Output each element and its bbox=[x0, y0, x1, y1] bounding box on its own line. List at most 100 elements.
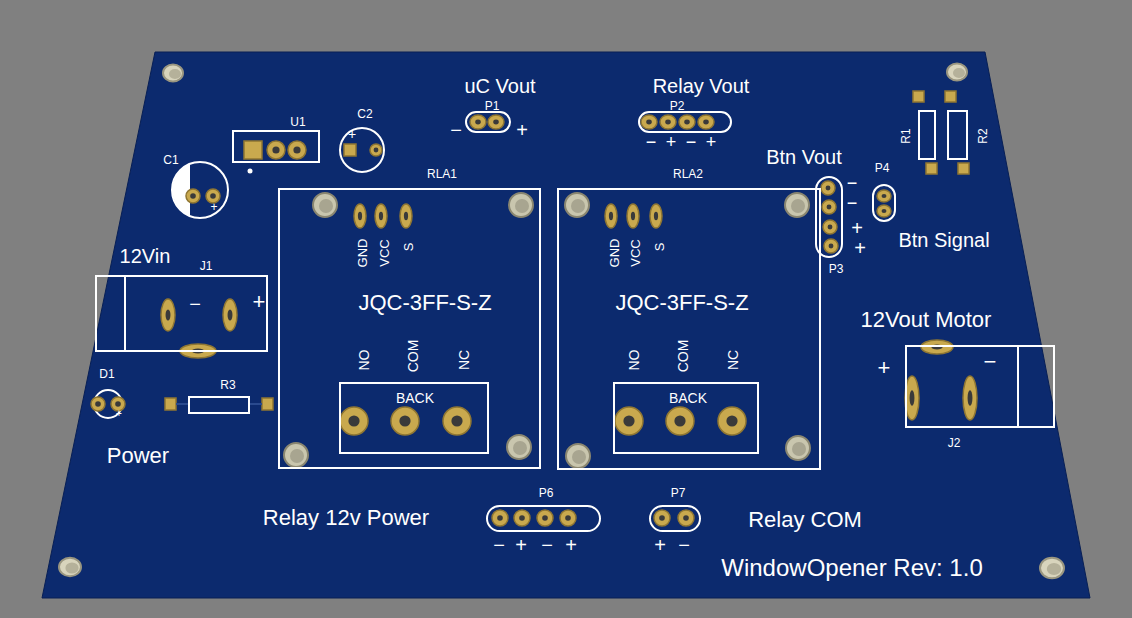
led-pad-drill bbox=[95, 401, 101, 407]
header-pad-drill bbox=[829, 244, 834, 249]
header-pad bbox=[514, 510, 530, 526]
relay-contact-pad-drill bbox=[726, 415, 737, 426]
silkscreen-label: + bbox=[210, 201, 217, 213]
silkscreen-label: uC Vout bbox=[464, 76, 535, 96]
silkscreen-text: COM bbox=[676, 340, 690, 373]
capacitor-polarity-band bbox=[172, 164, 190, 216]
header-pad-drill bbox=[475, 120, 481, 125]
header-pad bbox=[877, 190, 891, 202]
component-outline: J1−+ bbox=[95, 275, 268, 352]
terminal-pad-drill bbox=[910, 390, 915, 405]
resistor-pad bbox=[262, 398, 273, 410]
header-pad-drill bbox=[665, 120, 671, 125]
header-pad-drill bbox=[493, 120, 499, 125]
silkscreen-label: + bbox=[666, 133, 677, 151]
silkscreen-text: JQC-3FF-S-Z bbox=[358, 292, 491, 314]
relay-hole bbox=[509, 193, 533, 217]
pin-header-outline bbox=[466, 112, 510, 132]
silkscreen-label: − bbox=[541, 535, 553, 555]
header-pad bbox=[877, 205, 891, 217]
silkscreen-label: Relay COM bbox=[748, 509, 862, 531]
header-pad bbox=[679, 115, 695, 129]
relay-hole bbox=[507, 435, 531, 459]
led-outline bbox=[94, 390, 122, 418]
relay-coil-pad-drill bbox=[609, 212, 613, 220]
header-pad bbox=[492, 510, 508, 526]
silkscreen-label: P1 bbox=[485, 100, 500, 112]
relay-hole-inner bbox=[572, 450, 586, 464]
silkscreen-text: S bbox=[653, 243, 666, 252]
resistor-lead bbox=[250, 403, 262, 405]
header-pad-drill bbox=[646, 120, 652, 125]
led-pad bbox=[91, 397, 105, 411]
relay-contact-pad bbox=[340, 407, 368, 435]
silkscreen-label: C2 bbox=[357, 108, 372, 120]
silkscreen-text: S bbox=[402, 243, 415, 252]
header-pad-drill bbox=[827, 205, 832, 210]
terminal-pad-drill bbox=[968, 390, 973, 405]
component-outline: R3 bbox=[188, 396, 250, 414]
silkscreen-text: VCC bbox=[378, 239, 391, 266]
relay-contact-pad bbox=[443, 407, 471, 435]
header-pad bbox=[678, 510, 694, 526]
relay-coil-pad-drill bbox=[404, 212, 408, 220]
header-pad-drill bbox=[826, 186, 831, 191]
pin-header-outline bbox=[487, 506, 600, 531]
silkscreen-text: NC bbox=[726, 350, 740, 370]
mounting-hole-inner bbox=[169, 69, 181, 79]
capacitor-pad-drill bbox=[210, 193, 216, 199]
pin1-dot bbox=[248, 169, 253, 174]
silkscreen-text: GND bbox=[608, 239, 621, 268]
pcb-board bbox=[42, 52, 1090, 598]
capacitor-pad bbox=[186, 189, 200, 203]
resistor-pad bbox=[913, 91, 924, 102]
mounting-hole bbox=[163, 65, 183, 82]
relay-hole-inner bbox=[319, 199, 333, 213]
mounting-hole-inner bbox=[953, 68, 965, 78]
header-pad-drill bbox=[542, 515, 548, 521]
resistor-pad bbox=[165, 398, 176, 410]
relay-hole-inner bbox=[290, 449, 304, 463]
silkscreen-label: D1 bbox=[99, 368, 114, 380]
silkscreen-text: NO bbox=[357, 350, 371, 371]
header-pad-drill bbox=[703, 120, 709, 125]
header-pad bbox=[560, 510, 576, 526]
header-pad bbox=[654, 510, 670, 526]
relay-contact-pad-drill bbox=[348, 415, 359, 426]
relay-hole-inner bbox=[515, 199, 529, 213]
mounting-hole bbox=[1040, 558, 1064, 578]
silkscreen-text: − bbox=[189, 294, 201, 314]
relay-contact-pad-drill bbox=[399, 415, 410, 426]
silkscreen-label: 12Vout Motor bbox=[861, 309, 992, 331]
header-pad bbox=[488, 115, 504, 129]
silkscreen-label: 12Vin bbox=[120, 246, 171, 266]
capacitor-pad bbox=[344, 144, 356, 156]
silkscreen-text: J2 bbox=[948, 437, 961, 449]
header-pad-drill bbox=[497, 515, 503, 521]
resistor-pad bbox=[926, 163, 937, 174]
silkscreen-label: + bbox=[515, 535, 527, 555]
jack-pad bbox=[223, 299, 237, 331]
silkscreen-label: C1 bbox=[163, 154, 178, 166]
mounting-hole-inner bbox=[65, 563, 78, 574]
resistor-pad bbox=[958, 163, 969, 174]
header-pad-drill bbox=[882, 194, 887, 198]
header-pad bbox=[821, 181, 835, 195]
terminal-pad bbox=[905, 376, 919, 420]
silkscreen-label: + bbox=[116, 409, 122, 419]
silkscreen-text: VCC bbox=[629, 239, 642, 266]
component-outline: U1 bbox=[232, 130, 320, 163]
component-outline: R2 bbox=[947, 110, 968, 160]
relay-hole bbox=[284, 443, 308, 467]
relay-coil-pad bbox=[605, 204, 617, 228]
regulator-pad-drill bbox=[293, 146, 300, 153]
header-pad bbox=[641, 115, 657, 129]
header-pad bbox=[824, 239, 838, 253]
jack-pad-drill bbox=[228, 309, 233, 320]
silkscreen-text: + bbox=[878, 357, 891, 379]
header-pad bbox=[822, 200, 836, 214]
relay-contact-pad bbox=[666, 407, 694, 435]
header-pad bbox=[537, 510, 553, 526]
silkscreen-label: P3 bbox=[829, 263, 844, 275]
jack-pad bbox=[161, 299, 175, 331]
